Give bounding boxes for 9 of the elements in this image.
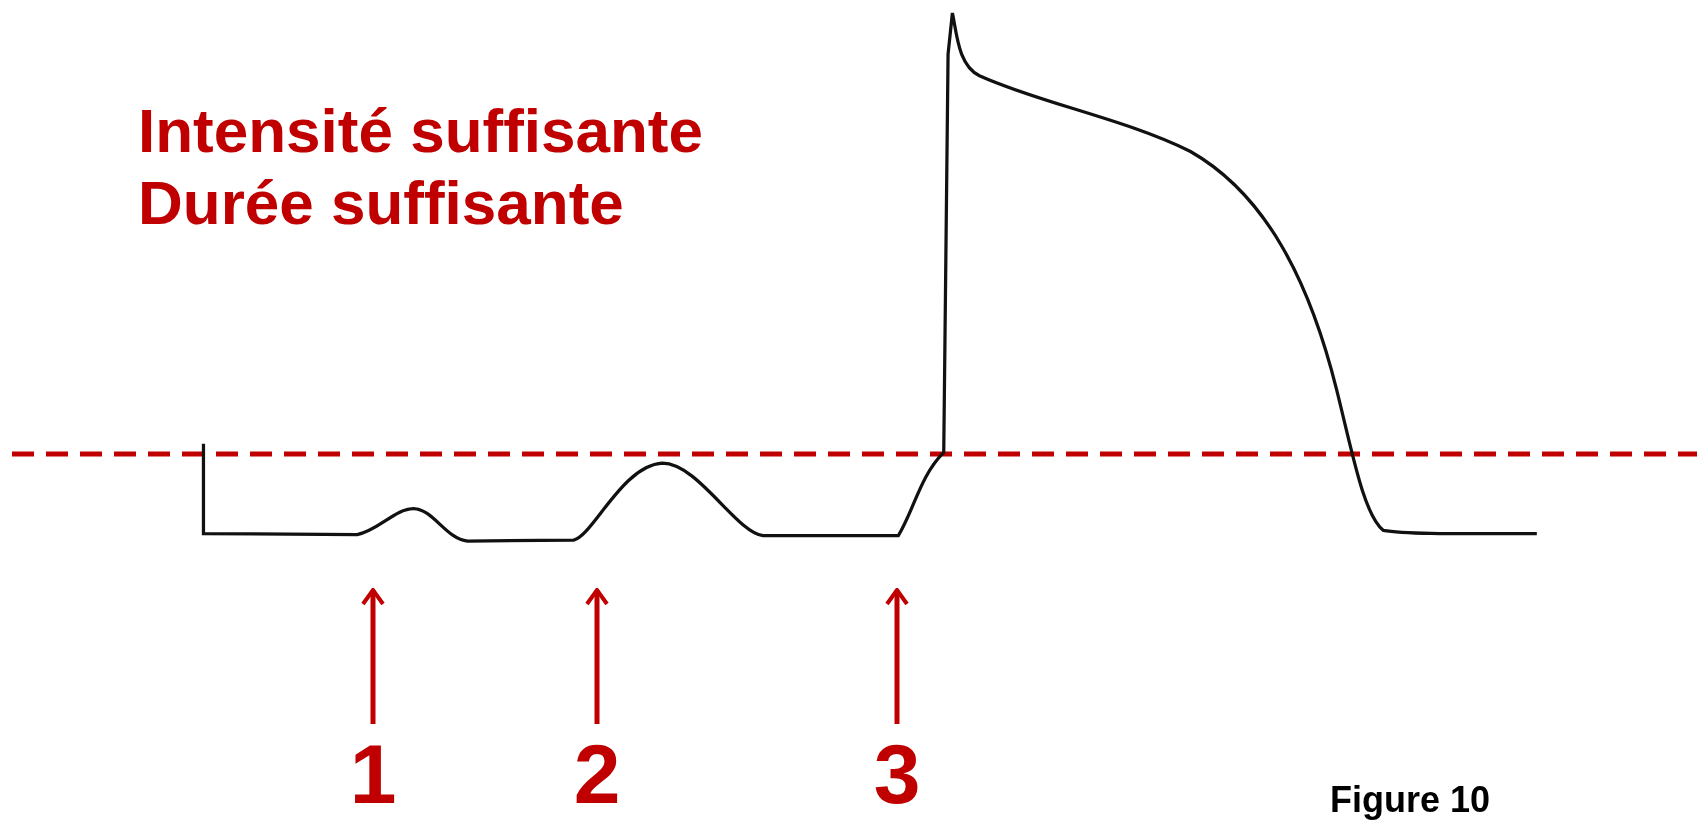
stimulus-arrow: [361, 588, 385, 724]
stimulus-number: 2: [557, 732, 637, 816]
stimulus-arrow: [585, 588, 609, 724]
figure-caption: Figure 10: [1330, 780, 1491, 820]
stimulus-number: 1: [333, 732, 413, 816]
stimulus-number: 3: [857, 732, 937, 816]
condition-label: Durée suffisante: [138, 167, 624, 239]
stimulus-arrow: [885, 588, 909, 724]
condition-label: Intensité suffisante: [138, 95, 703, 167]
